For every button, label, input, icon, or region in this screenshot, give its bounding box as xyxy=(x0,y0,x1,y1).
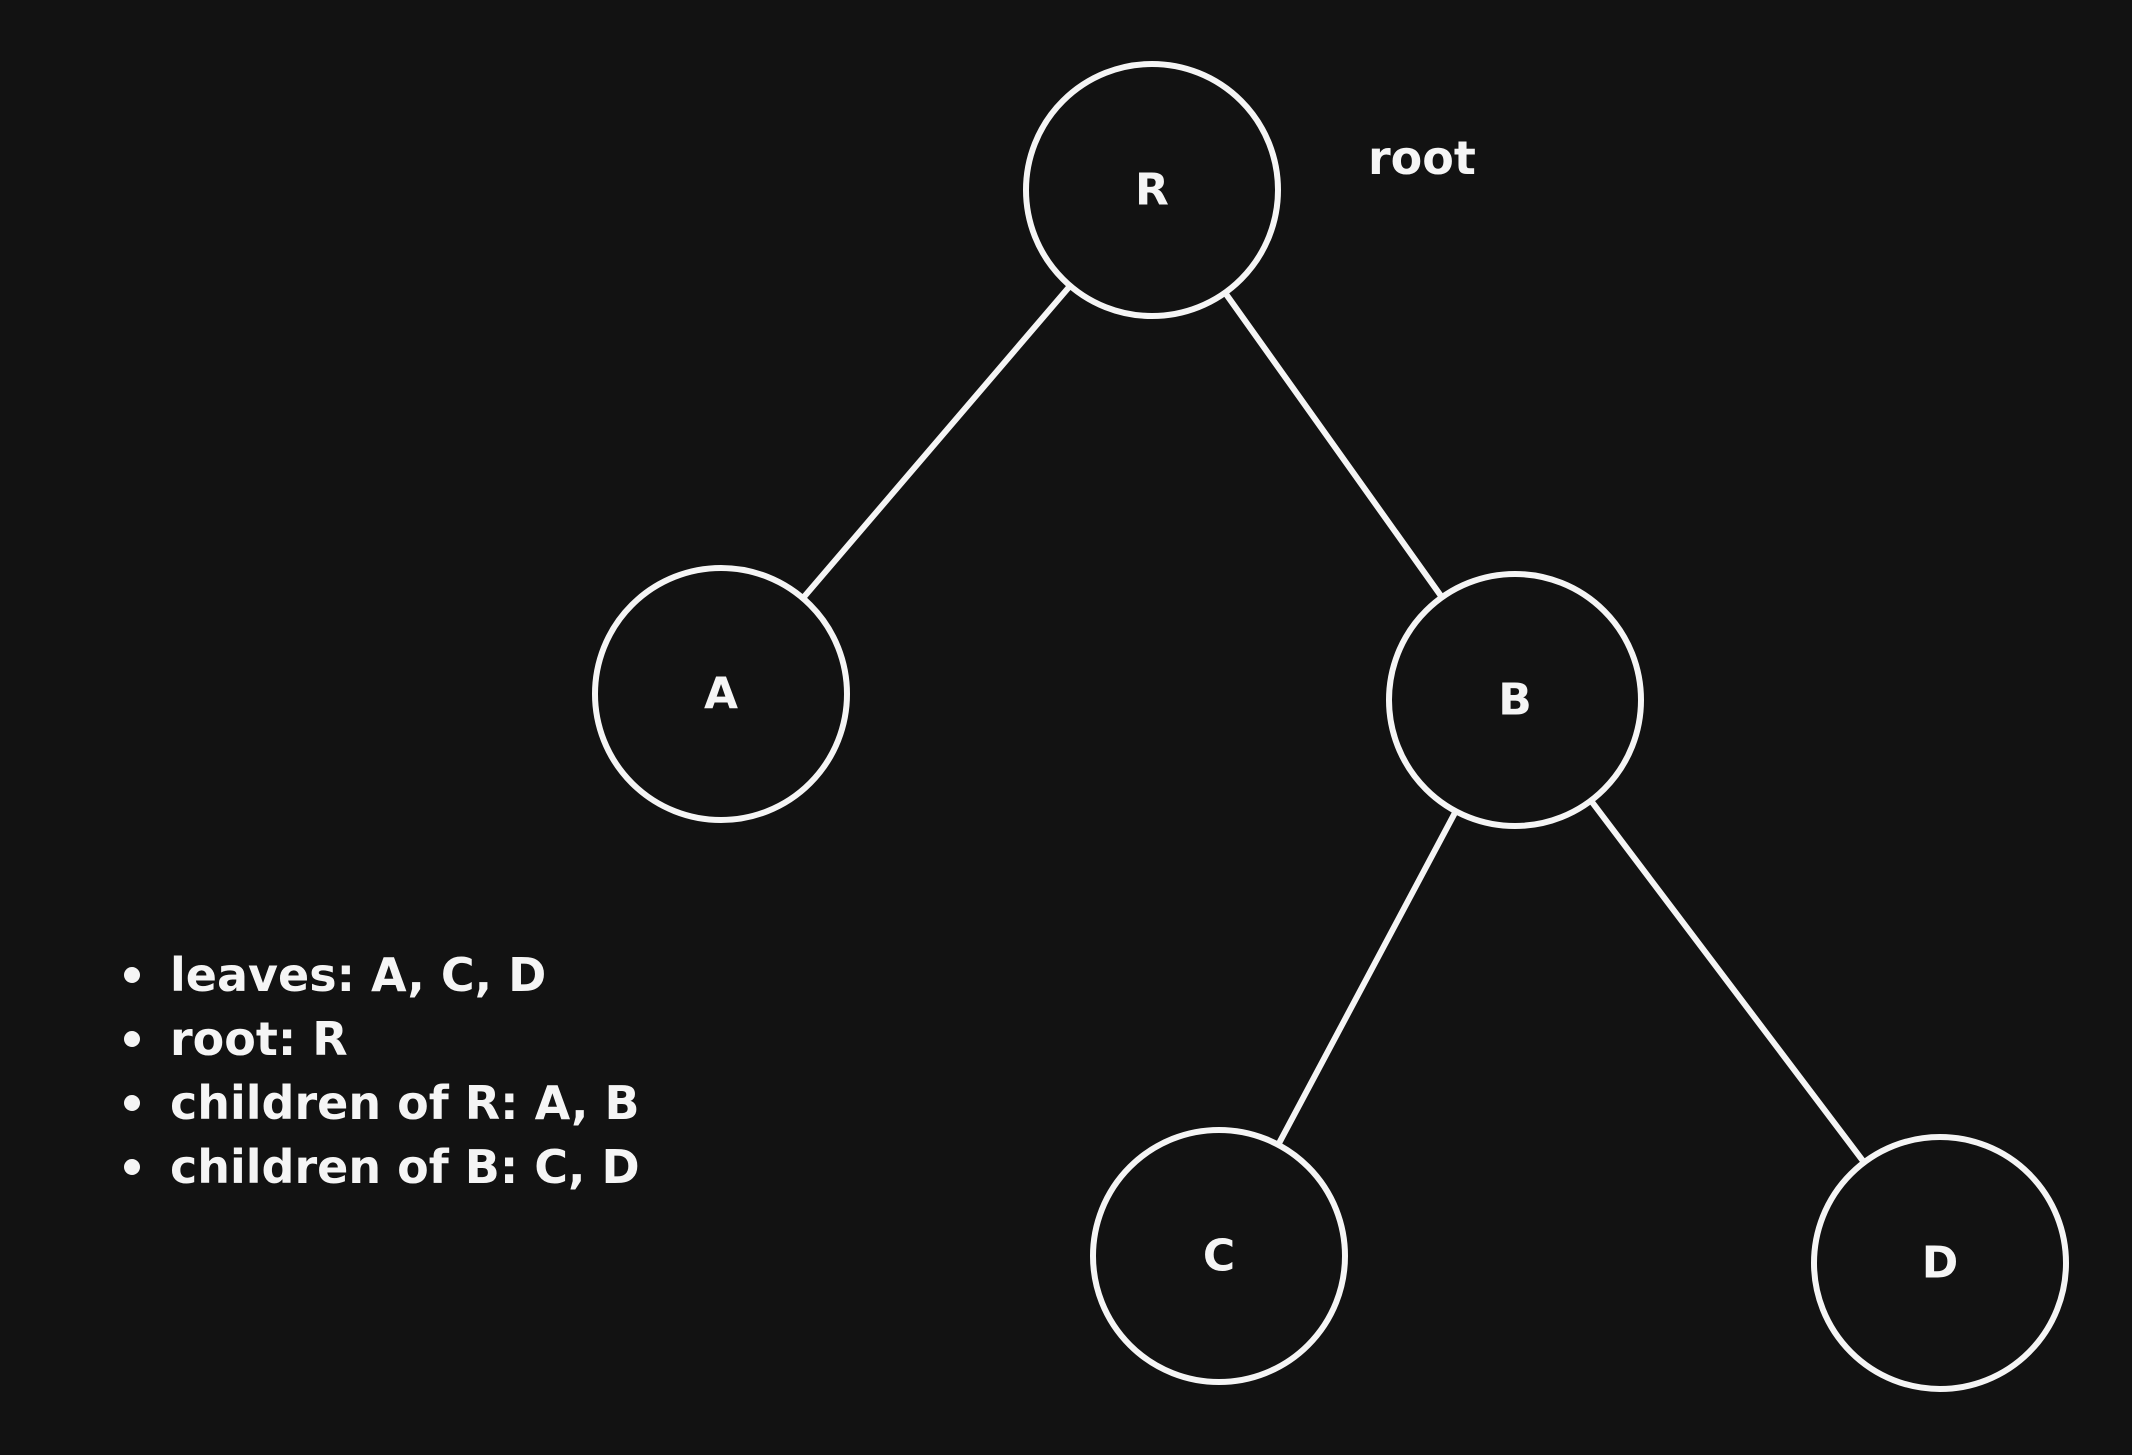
list-item: children of B: C, D xyxy=(118,1135,640,1199)
bullet-icon xyxy=(124,967,140,983)
note-leaves: leaves: A, C, D xyxy=(170,948,547,1002)
note-children-of-b: children of B: C, D xyxy=(170,1140,640,1194)
node-r: R xyxy=(1023,61,1281,319)
node-label-c: C xyxy=(1203,1231,1235,1282)
node-label-d: D xyxy=(1922,1238,1959,1289)
bullet-icon xyxy=(124,1031,140,1047)
edge-r-a xyxy=(799,282,1074,602)
notes-list: leaves: A, C, D root: R children of R: A… xyxy=(118,943,640,1199)
bullet-icon xyxy=(124,1095,140,1111)
edge-b-d xyxy=(1587,797,1868,1166)
node-circle-d xyxy=(1811,1134,2069,1392)
node-b: B xyxy=(1386,571,1644,829)
nodes-layer: R A B C D xyxy=(592,61,2069,1392)
root-annotation: root xyxy=(1368,131,1476,185)
node-label-r: R xyxy=(1135,165,1169,216)
node-a: A xyxy=(592,565,850,823)
list-item: children of R: A, B xyxy=(118,1071,640,1135)
node-label-a: A xyxy=(704,669,738,720)
node-circle-a xyxy=(592,565,850,823)
note-children-of-r: children of R: A, B xyxy=(170,1076,640,1130)
list-item: root: R xyxy=(118,1007,640,1071)
list-item: leaves: A, C, D xyxy=(118,943,640,1007)
node-c: C xyxy=(1090,1127,1348,1385)
node-d: D xyxy=(1811,1134,2069,1392)
edge-b-c xyxy=(1275,808,1459,1148)
node-label-b: B xyxy=(1498,675,1532,726)
note-root: root: R xyxy=(170,1012,348,1066)
edge-r-b xyxy=(1222,289,1445,601)
bullet-icon xyxy=(124,1159,140,1175)
node-circle-r xyxy=(1023,61,1281,319)
node-circle-c xyxy=(1090,1127,1348,1385)
node-circle-b xyxy=(1386,571,1644,829)
edges-layer xyxy=(799,282,1868,1166)
